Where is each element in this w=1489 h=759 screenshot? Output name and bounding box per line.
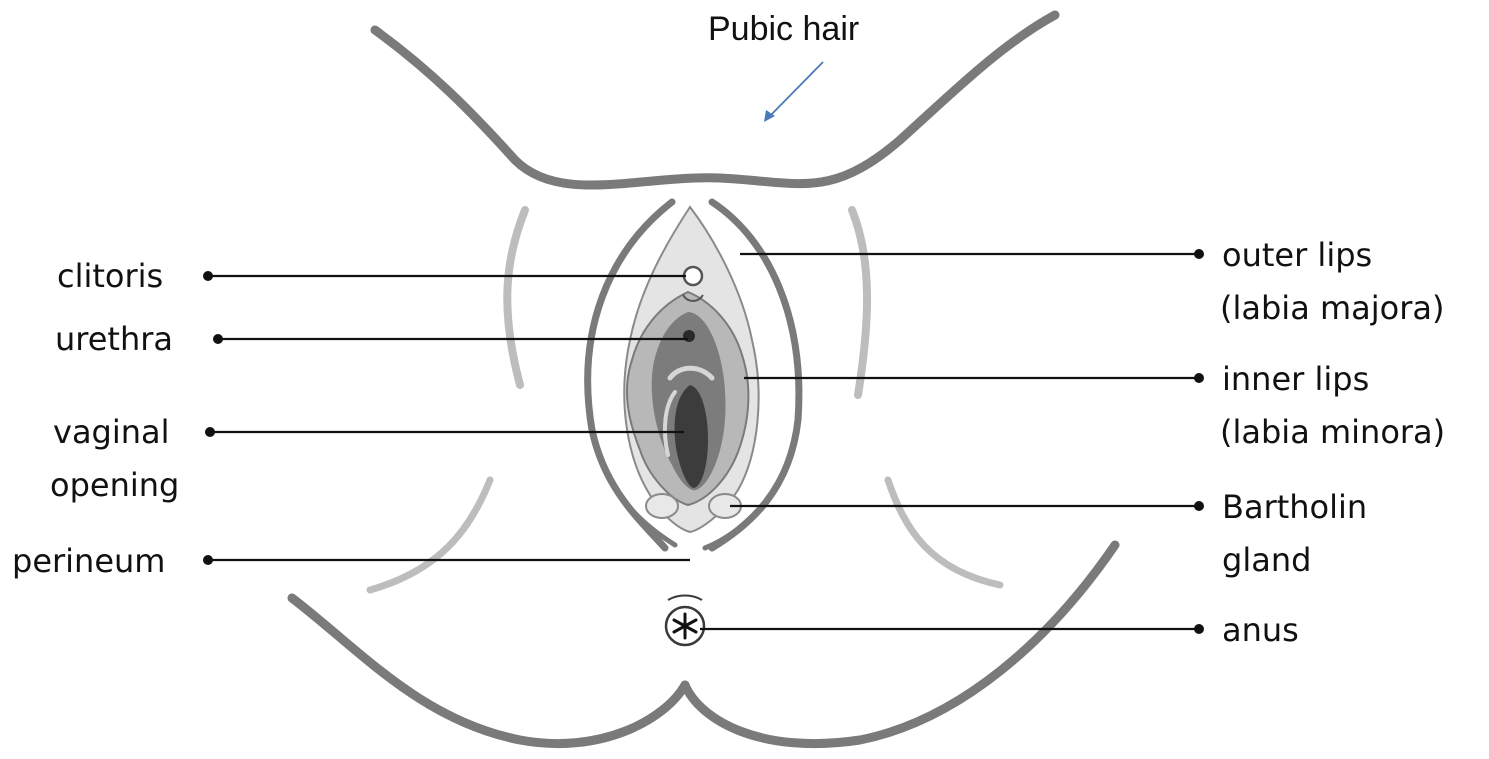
inner-lips-dot (1194, 373, 1204, 383)
perineum-dot (203, 555, 213, 565)
urethra-shape (683, 330, 695, 342)
vaginal-opening-label-line1: vaginal (53, 413, 170, 451)
vaginal-opening-label-line2: opening (50, 466, 179, 504)
perineum-label: perineum (12, 542, 165, 580)
right-leader-dots (1194, 249, 1204, 634)
right-inner-thigh-curve (852, 210, 867, 395)
anus-arc (668, 596, 702, 601)
anus-dot (1194, 624, 1204, 634)
bartholin-dot (1194, 501, 1204, 511)
inner-lips-label-line2: (labia minora) (1220, 413, 1445, 451)
left-leader-lines (210, 276, 690, 560)
clitoris-dot (203, 271, 213, 281)
right-lower-thigh-curve (888, 480, 1000, 585)
left-inner-thigh-curve (507, 210, 525, 385)
bartholin-label-line1: Bartholin (1222, 488, 1367, 526)
urethra-label: urethra (55, 320, 173, 358)
left-leader-dots (203, 271, 223, 565)
inner-lips-label-line1: inner lips (1222, 360, 1369, 398)
right-buttock-outline (685, 545, 1115, 744)
vaginal-opening-dot (205, 427, 215, 437)
clitoris-label: clitoris (57, 257, 163, 295)
left-lower-thigh-curve (370, 480, 490, 590)
outer-lips-label-line1: outer lips (1222, 236, 1372, 274)
right-leader-lines (700, 254, 1198, 629)
outer-lips-dot (1194, 249, 1204, 259)
pubic-hair-arrow (768, 62, 823, 118)
bartholin-gland-left (646, 494, 678, 518)
anus-label: anus (1222, 611, 1299, 649)
urethra-dot (213, 334, 223, 344)
left-buttock-outline (292, 598, 685, 744)
pubic-hair-label: Pubic hair (708, 10, 859, 48)
outer-lips-label-line2: (labia majora) (1220, 289, 1444, 327)
clitoris-shape (684, 267, 702, 285)
bartholin-label-line2: gland (1222, 541, 1311, 579)
